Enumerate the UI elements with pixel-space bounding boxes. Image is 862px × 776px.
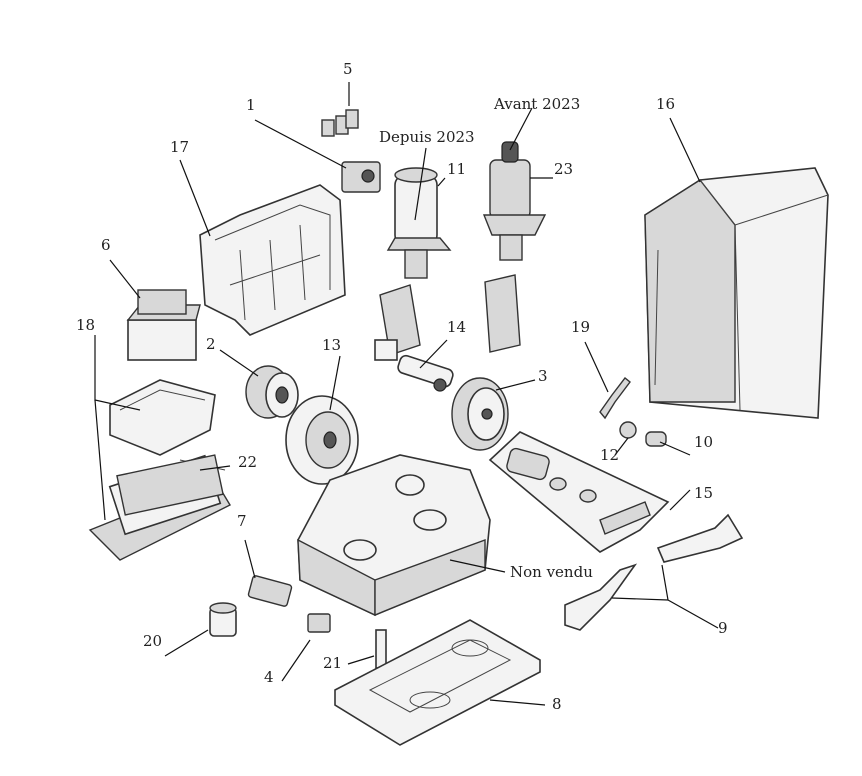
part-terminal-block <box>307 613 331 633</box>
part-bolt <box>375 629 387 669</box>
label-1: 1 <box>246 96 256 114</box>
label-17: 17 <box>170 138 190 156</box>
label-21: 21 <box>323 654 343 672</box>
label-11: 11 <box>447 160 467 178</box>
label-4: 4 <box>264 668 274 686</box>
label-10: 10 <box>694 433 714 451</box>
part-pcb <box>116 454 224 516</box>
part-transformer <box>126 289 201 361</box>
label-12: 12 <box>600 446 620 464</box>
part-cover <box>644 167 829 419</box>
label-depuis-2023: Depuis 2023 <box>379 128 475 146</box>
label-5: 5 <box>343 60 353 78</box>
part-main-gear <box>451 377 509 451</box>
label-9: 9 <box>718 619 728 637</box>
part-capacitor <box>247 575 293 607</box>
leader-lines <box>94 82 719 706</box>
label-7: 7 <box>237 512 247 530</box>
part-pinion-gear <box>245 365 299 419</box>
label-3: 3 <box>538 367 548 385</box>
label-20: 20 <box>143 632 163 650</box>
part-shaft <box>397 354 454 392</box>
label-19: 19 <box>571 318 591 336</box>
label-16: 16 <box>656 95 676 113</box>
label-23: 23 <box>554 160 574 178</box>
label-6: 6 <box>101 236 111 254</box>
label-non-vendu: Non vendu <box>510 563 593 581</box>
part-base-housing <box>297 454 491 617</box>
part-cap <box>209 602 237 637</box>
label-22: 22 <box>238 453 258 471</box>
part-gear-housing <box>285 395 359 485</box>
label-15: 15 <box>694 484 714 502</box>
label-13: 13 <box>322 336 342 354</box>
part-limit-switch <box>341 161 381 193</box>
part-release-kit <box>488 431 670 553</box>
label-2: 2 <box>206 335 216 353</box>
label-18: 18 <box>76 316 96 334</box>
part-mounting-plate <box>334 619 541 746</box>
part-lever <box>599 377 631 420</box>
part-spring <box>619 421 637 439</box>
label-8: 8 <box>552 695 562 713</box>
part-rack-brackets <box>564 513 744 631</box>
part-motor-new <box>374 167 452 361</box>
part-connectors <box>321 109 359 137</box>
part-chassis-frame <box>199 184 346 336</box>
label-avant-2023: Avant 2023 <box>494 95 581 113</box>
label-14: 14 <box>447 318 467 336</box>
part-motor-old <box>482 141 547 353</box>
